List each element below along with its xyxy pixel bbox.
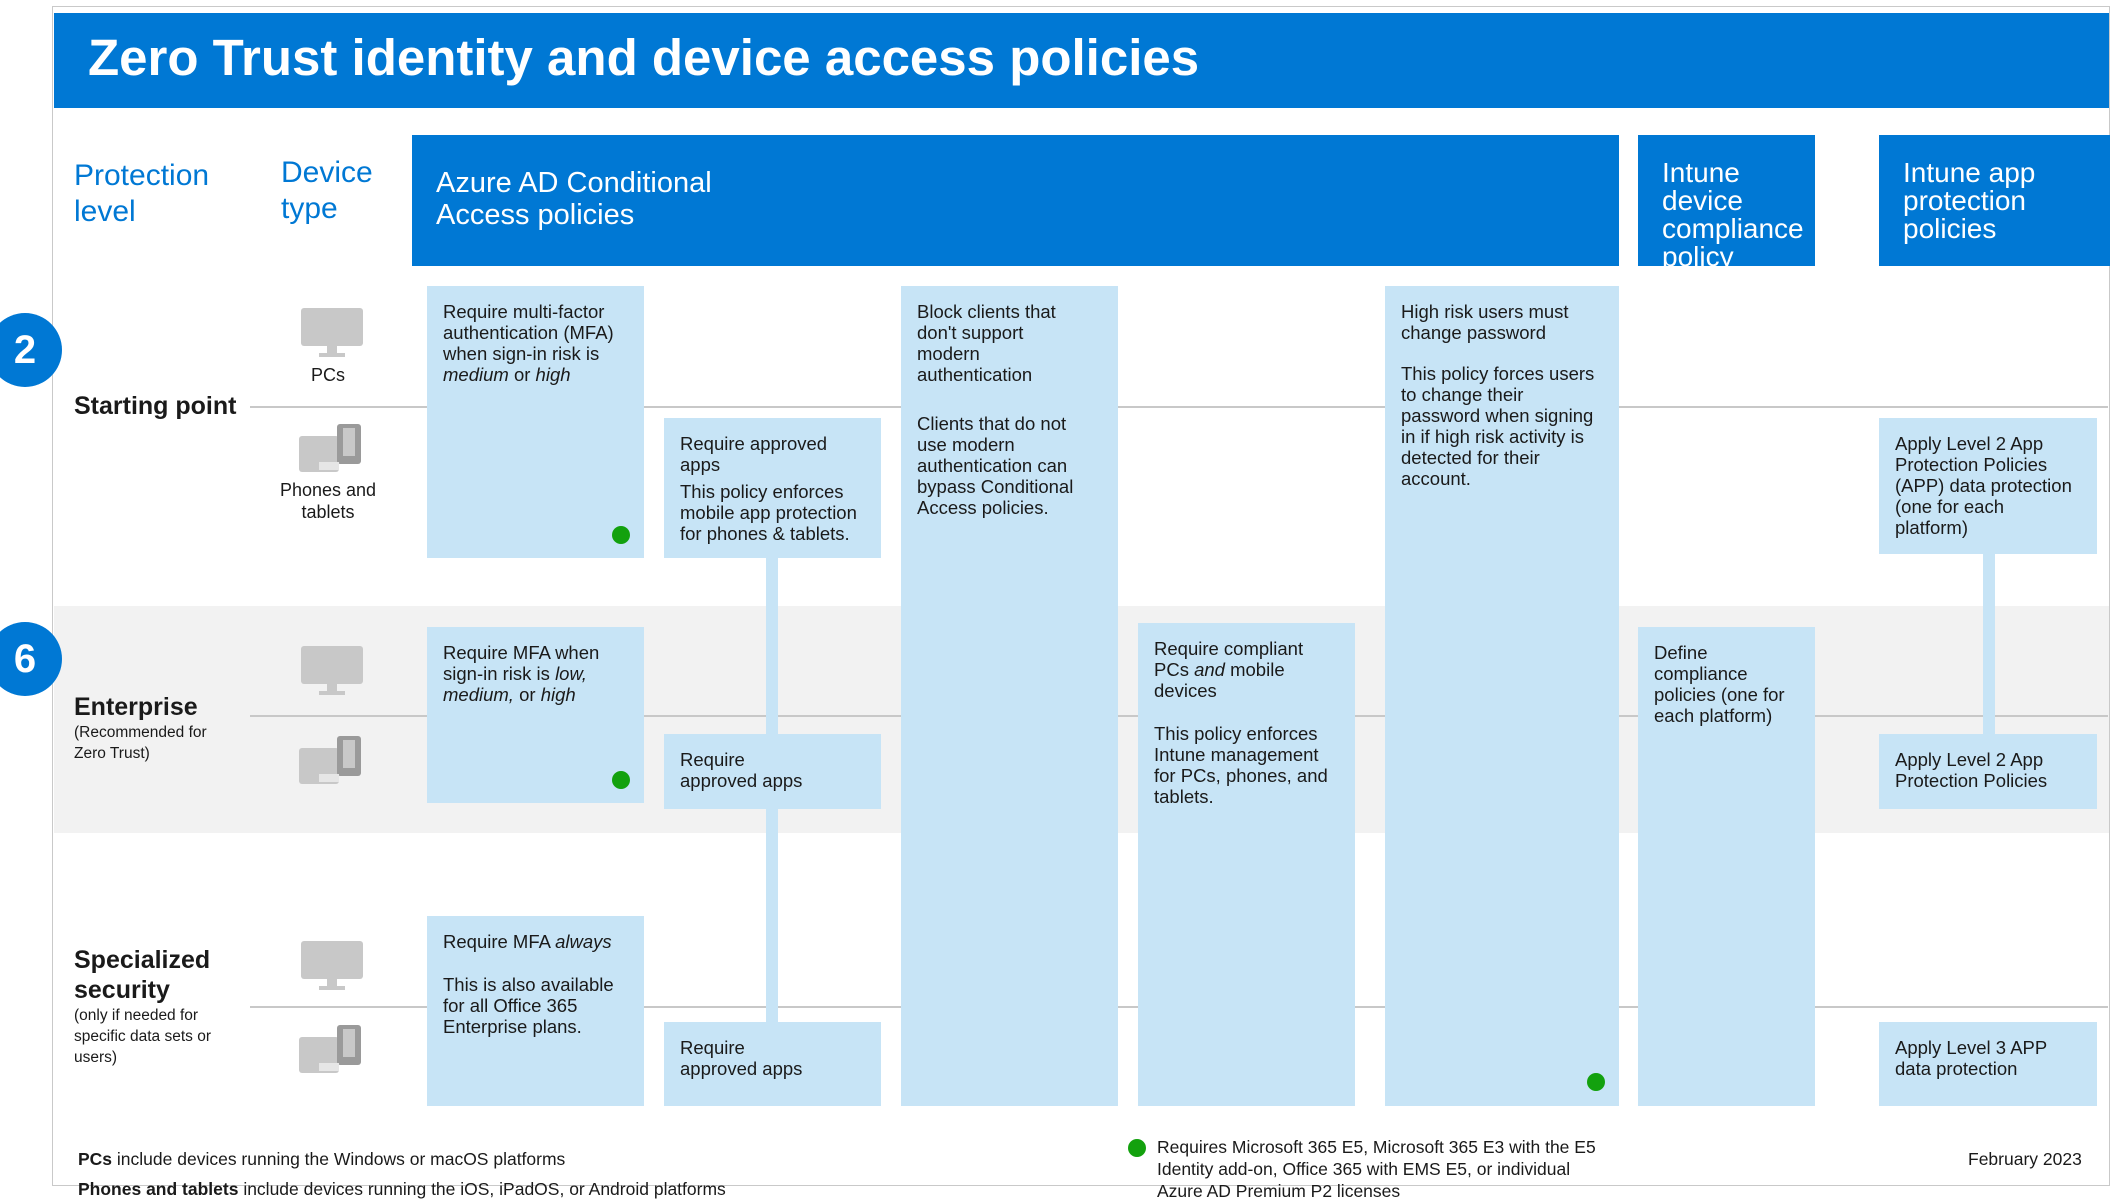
device-label-phones: Phones and tablets: [279, 480, 377, 522]
policy-mfa-always: Require MFA always This is also availabl…: [427, 916, 644, 1106]
level-specialized: Specialized security (only if needed for…: [74, 945, 211, 1068]
license-dot-icon: [612, 526, 630, 544]
footer-pcs-text: include devices running the Windows or m…: [112, 1149, 566, 1169]
high-risk-desc: This policy forces users to change their…: [1401, 363, 1595, 489]
license-dot-icon: [1587, 1073, 1605, 1091]
policy-approved-apps-enterprise: Require approved apps: [664, 734, 881, 809]
approved-apps-ent-text: Require approved apps: [680, 749, 803, 791]
approved-apps-title: Require approved apps: [680, 433, 828, 475]
level-specialized-note: (only if needed for specific data sets o…: [74, 1007, 211, 1066]
compliant-text: Require compliant PCs: [1154, 638, 1304, 680]
phone-tablet-icon: [299, 1025, 361, 1073]
mfa-always-em: always: [555, 931, 612, 952]
license-dot-icon: [612, 771, 630, 789]
mfa-ent-em-high: high: [540, 684, 576, 705]
intune-app-header-label: Intune app protection policies: [1903, 157, 2036, 244]
protection-level-heading: Protection level: [74, 159, 210, 228]
policy-app-level3: Apply Level 3 APP data protection: [1879, 1022, 2097, 1106]
monitor-icon: [301, 308, 363, 357]
license-dot-icon: [1128, 1139, 1146, 1157]
high-risk-title: High risk users must change password: [1401, 301, 1569, 343]
device-label-pcs: PCs: [310, 365, 345, 385]
footer-phones-bold: Phones and tablets: [78, 1179, 239, 1199]
policy-mfa-low-medium-high: Require MFA when sign-in risk is low, me…: [427, 627, 644, 803]
level-enterprise-note: (Recommended for Zero Trust): [74, 724, 207, 762]
intune-compliance-header-label: Intune device compliance policy: [1662, 157, 1804, 272]
intune-app-header: Intune app protection policies: [1879, 135, 2110, 266]
mfa-ent-text: Require MFA when sign-in risk is: [443, 642, 600, 684]
phone-tablet-icon: [299, 424, 361, 472]
app-level3-text: Apply Level 3 APP data protection: [1895, 1037, 2048, 1079]
monitor-icon: [301, 646, 363, 695]
policy-define-compliance: Define compliance policies (one for each…: [1638, 627, 1815, 1106]
level-badge-2: 2: [0, 313, 62, 387]
monitor-icon: [301, 941, 363, 990]
policy-app-level2-start: Apply Level 2 App Protection Policies (A…: [1879, 418, 2097, 554]
mfa-em-medium: medium: [443, 364, 509, 385]
app-level2-ent-text: Apply Level 2 App Protection Policies: [1895, 749, 2048, 791]
footer-license-note: Requires Microsoft 365 E5, Microsoft 365…: [1157, 1137, 1596, 1201]
title-bar: [54, 13, 2109, 108]
level-specialized-name: Specialized security: [74, 946, 211, 1004]
mfa-always-desc: This is also available for all Office 36…: [443, 974, 614, 1037]
footer-date: February 2023: [1968, 1149, 2082, 1169]
policy-approved-apps-start: Require approved apps This policy enforc…: [664, 418, 881, 558]
level-enterprise: Enterprise (Recommended for Zero Trust): [74, 692, 207, 764]
level-enterprise-name: Enterprise: [74, 693, 198, 721]
device-type-heading: Device type: [281, 156, 373, 225]
level-starting-name: Starting point: [74, 392, 237, 420]
approved-apps-desc: This policy enforces mobile app protecti…: [680, 481, 857, 544]
policy-mfa-medium-high: Require multi-factor authentication (MFA…: [427, 286, 644, 558]
starting-divider: [250, 406, 2108, 408]
mfa-text-or: or: [508, 364, 536, 385]
footer-phones-note: Phones and tablets include devices runni…: [78, 1180, 726, 1198]
policy-approved-apps-specialized: Require approved apps: [664, 1022, 881, 1106]
intune-compliance-header: Intune device compliance policy: [1638, 135, 1815, 271]
policy-block-legacy-auth: Block clients that don't support modern …: [901, 286, 1118, 1106]
policy-compliant-devices: Require compliant PCs and mobile devices…: [1138, 623, 1355, 1106]
mfa-ent-text-or: or: [513, 684, 541, 705]
mfa-text: Require multi-factor authentication (MFA…: [443, 301, 614, 364]
azure-ad-header: Azure AD Conditional Access policies: [412, 135, 1619, 266]
approved-apps-spec-text: Require approved apps: [680, 1037, 803, 1079]
compliant-text-2: mobile devices: [1154, 659, 1285, 701]
block-legacy-desc: Clients that do not use modern authentic…: [917, 413, 1074, 518]
policy-app-level2-enterprise: Apply Level 2 App Protection Policies: [1879, 734, 2097, 809]
compliant-desc: This policy enforces Intune management f…: [1154, 723, 1328, 807]
app-protection-connector: [1983, 550, 1995, 738]
footer-pcs-note: PCs include devices running the Windows …: [78, 1148, 565, 1170]
level-starting-point: Starting point: [74, 391, 236, 421]
mfa-always-text: Require MFA: [443, 931, 556, 952]
app-level2-start-text: Apply Level 2 App Protection Policies (A…: [1895, 433, 2072, 538]
phone-tablet-icon: [299, 736, 361, 784]
footer-phones-text: include devices running the iOS, iPadOS,…: [238, 1179, 726, 1199]
block-legacy-title: Block clients that don't support modern …: [917, 301, 1056, 385]
compliant-em-and: and: [1194, 659, 1225, 680]
level-badge-6: 6: [0, 622, 62, 696]
azure-ad-header-label: Azure AD Conditional Access policies: [436, 167, 712, 231]
footer-pcs-bold: PCs: [78, 1149, 113, 1169]
define-compliance-text: Define compliance policies (one for each…: [1654, 642, 1785, 726]
policy-high-risk-users: High risk users must change password Thi…: [1385, 286, 1619, 1106]
mfa-em-high: high: [535, 364, 571, 385]
diagram-frame: [52, 6, 2110, 1186]
page-title: Zero Trust identity and device access po…: [88, 29, 1200, 86]
mfa-ent-em-low-medium: low, medium,: [443, 663, 587, 705]
